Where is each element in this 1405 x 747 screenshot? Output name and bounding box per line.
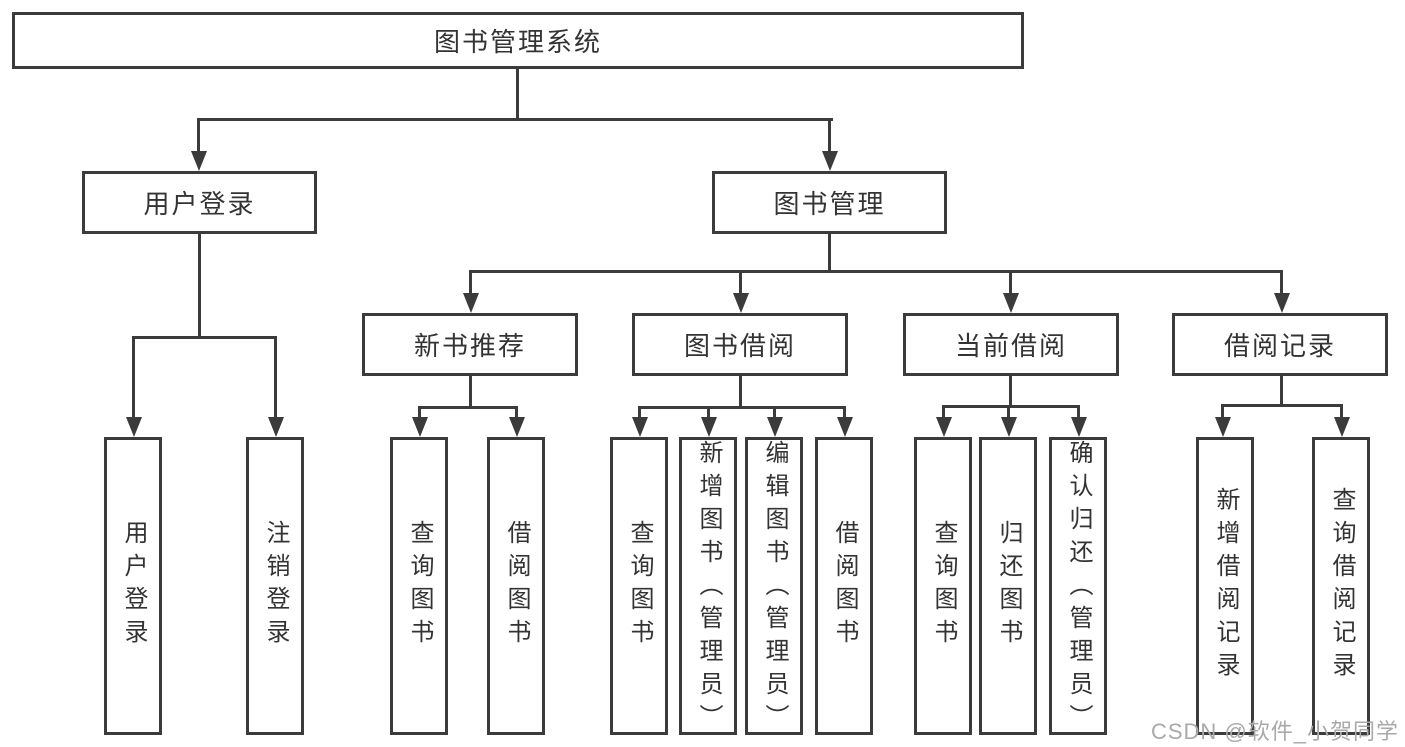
leaf-add-borrow-record: 新增借阅记录 (1196, 437, 1254, 735)
node-book-management-label: 图书管理 (773, 189, 886, 219)
leaf-query-books-1-label: 查询图书 (406, 520, 433, 652)
leaf-add-books-admin-label: 新增图书（管理员） (695, 440, 722, 737)
leaf-edit-books-admin: 编辑图书（管理员） (745, 437, 803, 737)
connector-line (197, 118, 833, 121)
connector-line (132, 336, 277, 339)
connector-line (274, 336, 277, 419)
connector-line (942, 405, 945, 420)
node-current-borrow-label: 当前借阅 (954, 331, 1067, 361)
arrow-down-icon (268, 417, 284, 437)
connector-line (469, 270, 1283, 273)
leaf-query-books-3-label: 查询图书 (930, 520, 957, 652)
connector-line (739, 376, 742, 409)
connector-line (1221, 404, 1224, 420)
connector-line (132, 336, 135, 419)
leaf-user-login: 用户登录 (104, 437, 162, 735)
leaf-logout: 注销登录 (246, 437, 304, 735)
arrow-down-icon (1274, 293, 1290, 313)
leaf-borrow-books-2-label: 借阅图书 (831, 520, 858, 652)
connector-line (198, 234, 201, 337)
connector-line (469, 376, 472, 409)
leaf-query-borrow-record-label: 查询借阅记录 (1328, 487, 1355, 685)
connector-line (1077, 405, 1080, 420)
arrow-down-icon (1334, 417, 1350, 437)
connector-line (828, 118, 831, 153)
leaf-query-books-1: 查询图书 (390, 437, 448, 735)
connector-line (1280, 270, 1283, 296)
leaf-user-login-label: 用户登录 (120, 520, 147, 652)
connector-line (1280, 376, 1283, 407)
arrow-down-icon (463, 293, 479, 313)
connector-line (942, 405, 1080, 408)
leaf-add-borrow-record-label: 新增借阅记录 (1212, 487, 1239, 685)
node-user-login-label: 用户登录 (143, 189, 256, 219)
arrow-down-icon (412, 417, 428, 437)
arrow-down-icon (1215, 417, 1231, 437)
connector-line (1009, 376, 1012, 408)
connector-line (418, 406, 421, 420)
leaf-query-borrow-record: 查询借阅记录 (1312, 437, 1370, 735)
node-book-management: 图书管理 (712, 171, 947, 234)
leaf-confirm-return-admin: 确认归还（管理员） (1049, 437, 1107, 737)
connector-line (638, 406, 641, 420)
connector-line (843, 406, 846, 420)
leaf-logout-label: 注销登录 (262, 520, 289, 652)
connector-line (1340, 404, 1343, 420)
node-book-borrow-label: 图书借阅 (683, 331, 796, 361)
leaf-add-books-admin: 新增图书（管理员） (679, 437, 737, 737)
node-borrow-records-label: 借阅记录 (1223, 331, 1336, 361)
node-book-borrow: 图书借阅 (632, 313, 848, 376)
leaf-query-books-3: 查询图书 (914, 437, 972, 735)
leaf-borrow-books-2: 借阅图书 (815, 437, 873, 735)
connector-line (197, 118, 200, 153)
connector-line (418, 406, 518, 409)
leaf-return-books-label: 归还图书 (995, 520, 1022, 652)
leaf-borrow-books-1: 借阅图书 (487, 437, 545, 735)
connector-line (1221, 404, 1343, 407)
node-new-book-recommend-label: 新书推荐 (413, 331, 526, 361)
connector-line (1009, 270, 1012, 296)
arrow-down-icon (822, 151, 838, 171)
arrow-down-icon (1001, 417, 1017, 437)
arrow-down-icon (191, 151, 207, 171)
connector-line (828, 234, 831, 272)
leaf-borrow-books-1-label: 借阅图书 (503, 520, 530, 652)
arrow-down-icon (126, 417, 142, 437)
arrow-down-icon (767, 417, 783, 437)
watermark-text: CSDN @软件_小贺同学 (1150, 719, 1399, 744)
arrow-down-icon (733, 293, 749, 313)
leaf-return-books: 归还图书 (979, 437, 1037, 735)
arrow-down-icon (1071, 417, 1087, 437)
connector-line (739, 270, 742, 296)
node-root: 图书管理系统 (12, 12, 1024, 69)
arrow-down-icon (837, 417, 853, 437)
arrow-down-icon (701, 417, 717, 437)
connector-line (1007, 405, 1010, 420)
node-borrow-records: 借阅记录 (1172, 313, 1388, 376)
leaf-edit-books-admin-label: 编辑图书（管理员） (761, 440, 788, 737)
leaf-query-books-2: 查询图书 (610, 437, 668, 735)
node-root-label: 图书管理系统 (433, 27, 602, 57)
connector-line (707, 406, 710, 420)
arrow-down-icon (632, 417, 648, 437)
arrow-down-icon (509, 417, 525, 437)
node-new-book-recommend: 新书推荐 (362, 313, 578, 376)
leaf-query-books-2-label: 查询图书 (626, 520, 653, 652)
connector-line (469, 270, 472, 296)
node-current-borrow: 当前借阅 (903, 313, 1119, 376)
connector-line (515, 406, 518, 420)
connector-line (638, 406, 846, 409)
arrow-down-icon (936, 417, 952, 437)
connector-line (773, 406, 776, 420)
arrow-down-icon (1003, 293, 1019, 313)
leaf-confirm-return-admin-label: 确认归还（管理员） (1065, 440, 1092, 737)
node-user-login: 用户登录 (82, 171, 317, 234)
connector-line (516, 68, 519, 119)
